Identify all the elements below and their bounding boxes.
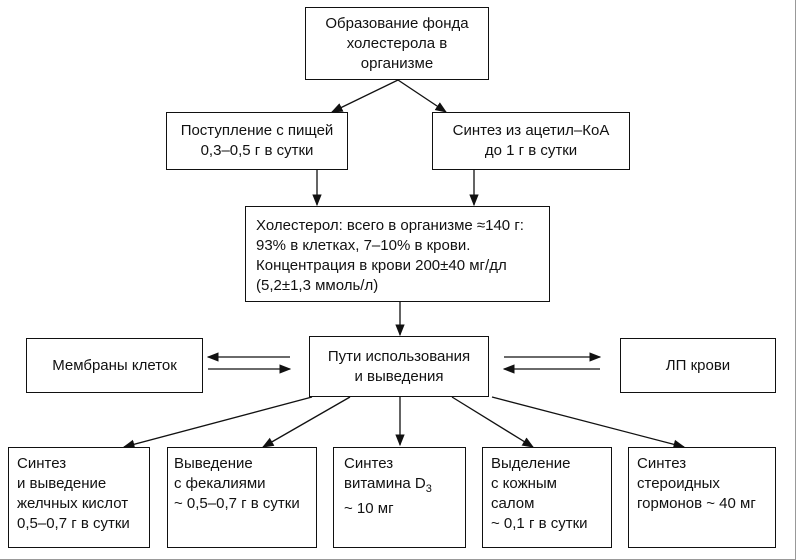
node-utilization-pathways: Пути использования и выведения (309, 336, 489, 397)
arrow-formation-to-intake (330, 79, 399, 113)
node-dietary-intake: Поступление с пищей 0,3–0,5 г в сутки (166, 112, 348, 170)
node-text: 93% в клетках, 7–10% в крови. (256, 237, 471, 254)
node-text: ~ 0,1 г в сутки (491, 515, 588, 532)
node-acetyl-coa-synthesis: Синтез из ацетил–КоА до 1 г в сутки (432, 112, 630, 170)
node-text: до 1 г в сутки (484, 142, 578, 159)
node-text: Выведение (174, 455, 253, 472)
vitamin-subscript: 3 (425, 483, 432, 495)
node-text: 0,3–0,5 г в сутки (200, 142, 314, 159)
node-text: Образование фонда (325, 14, 469, 32)
node-sebum-secretion: Выделение с кожным салом ~ 0,1 г в сутки (482, 447, 612, 548)
node-text: салом (491, 495, 535, 512)
arrow-pathways-to-sebum (451, 396, 534, 448)
node-steroid-hormones: Синтез стероидных гормонов ~ 40 мг (628, 447, 776, 548)
node-bile-acids: Синтез и выведение желчных кислот 0,5–0,… (8, 447, 150, 548)
arrow-pathways-to-steroids (491, 396, 686, 449)
node-text: Поступление с пищей (180, 122, 334, 139)
node-text-vitamin: витамина D3 (344, 474, 455, 499)
node-fecal-excretion: Выведение с фекалиями ~ 0,5–0,7 г в сутк… (167, 447, 317, 548)
node-text: Синтез (344, 455, 394, 472)
node-text: ~ 0,5–0,7 г в сутки (174, 495, 300, 512)
node-text: организме (360, 54, 434, 72)
node-text: Мембраны клеток (52, 356, 177, 374)
node-text: гормонов ~ 40 мг (637, 495, 756, 512)
node-text: Холестерол: всего в организме ≈140 г: (256, 217, 524, 234)
node-text: Концентрация в крови 200±40 мг/дл (256, 257, 507, 274)
node-text: Пути использования (327, 347, 471, 365)
node-text: (5,2±1,3 ммоль/л) (256, 277, 379, 294)
node-text: стероидных (637, 475, 720, 492)
arrow-pathways-to-feces (261, 396, 351, 448)
node-text: ~ 10 мг (344, 500, 394, 517)
node-text: Выделение (491, 455, 571, 472)
node-text: и выведения (354, 367, 444, 385)
node-text: Синтез (17, 455, 67, 472)
node-text: желчных кислот (17, 495, 129, 512)
node-text: и выведение (17, 475, 107, 492)
node-cell-membranes: Мембраны клеток (26, 338, 203, 393)
arrow-pathways-to-bile-acids (122, 396, 313, 449)
node-text: Синтез (637, 455, 687, 472)
node-cholesterol-total: Холестерол: всего в организме ≈140 г: 93… (245, 206, 550, 302)
node-vitamin-d3-synthesis: Синтез витамина D3 ~ 10 мг (333, 447, 466, 548)
arrow-formation-to-synthesis (397, 79, 447, 113)
node-text: с кожным (491, 475, 557, 492)
node-text: Синтез из ацетил–КоА (452, 122, 610, 139)
node-text: с фекалиями (174, 475, 266, 492)
node-text: холестерола в (346, 34, 448, 52)
node-blood-lipoproteins: ЛП крови (620, 338, 776, 393)
node-text: 0,5–0,7 г в сутки (17, 515, 130, 532)
vitamin-label: витамина D (344, 475, 426, 492)
node-cholesterol-formation: Образование фонда холестерола в организм… (305, 7, 489, 80)
node-text: ЛП крови (665, 356, 731, 374)
